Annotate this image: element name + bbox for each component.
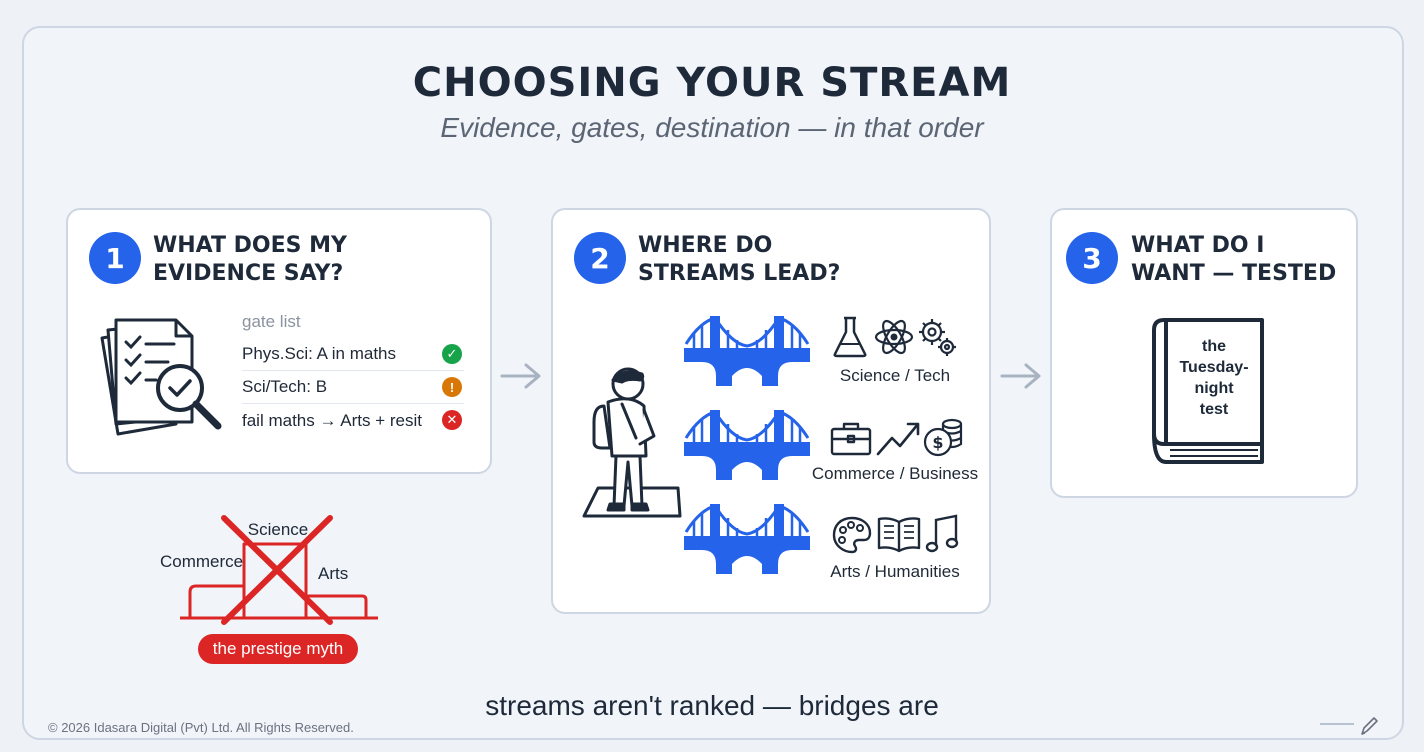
copyright: © 2026 Idasara Digital (Pvt) Ltd. All Ri… <box>48 720 354 735</box>
step-heading-1-line1: WHAT DOES MY <box>153 233 347 258</box>
step-heading-3-line2: WANT — TESTED <box>1131 261 1337 286</box>
prestige-myth-badge: the prestige myth <box>198 634 358 664</box>
arrow-right-icon <box>1000 363 1041 389</box>
page-title: CHOOSING YOUR STREAM <box>412 60 1012 106</box>
bridge-icon <box>684 410 810 480</box>
podium-label-commerce: Commerce <box>160 552 244 571</box>
step-heading-2: WHERE DO STREAMS LEAD? <box>638 232 840 288</box>
x-circle-icon: ✕ <box>442 410 462 430</box>
podium-label-science: Science <box>247 520 309 539</box>
step-heading-3-line1: WHAT DO I <box>1131 233 1265 258</box>
trend-up-icon <box>876 422 920 456</box>
bridge-icon <box>684 504 810 574</box>
book-title-line4: test <box>1199 401 1229 418</box>
book-title-line3: night <box>1194 380 1234 397</box>
gate-row: Phys.Sci: A in maths ✓ <box>242 338 464 371</box>
arrow-right-icon <box>500 363 541 389</box>
step-heading-2-line2: STREAMS LEAD? <box>638 261 841 286</box>
step-heading-2-line1: WHERE DO <box>638 233 773 258</box>
tagline: streams aren't ranked — bridges are <box>485 690 939 721</box>
step-heading-1: WHAT DOES MY EVIDENCE SAY? <box>153 232 347 288</box>
book-icon <box>1152 318 1264 464</box>
stream-label-science: Science / Tech <box>839 366 951 385</box>
gears-icon <box>919 319 956 356</box>
page-subtitle: Evidence, gates, destination — in that o… <box>440 112 984 143</box>
music-note-icon <box>925 514 959 553</box>
step-heading-3: WHAT DO I WANT — TESTED <box>1131 232 1336 288</box>
gate-list-title: gate list <box>242 312 301 331</box>
coins-icon: $ <box>923 418 963 457</box>
book-title-line1: the <box>1202 338 1226 355</box>
svg-text:$: $ <box>932 433 943 452</box>
flask-icon <box>833 316 867 358</box>
book-title-line2: Tuesday- <box>1179 359 1249 376</box>
gate-row: Sci/Tech: B ! <box>242 371 464 404</box>
step-heading-1-line2: EVIDENCE SAY? <box>153 261 344 286</box>
palette-icon <box>832 516 872 554</box>
documents-magnifier-icon <box>100 318 222 436</box>
step-badge-2: 2 <box>574 232 626 284</box>
stream-label-commerce: Commerce / Business <box>811 464 979 483</box>
crossed-podium-icon <box>180 515 378 625</box>
gate-row: fail maths → Arts + resit ✕ <box>242 404 464 437</box>
atom-icon <box>874 319 914 355</box>
bridge-icon <box>684 316 810 386</box>
book-title: the Tuesday- night test <box>1166 336 1262 420</box>
stream-label-arts: Arts / Humanities <box>830 562 960 581</box>
check-circle-icon: ✓ <box>442 344 462 364</box>
step-badge-1: 1 <box>89 232 141 284</box>
briefcase-icon <box>830 422 872 456</box>
podium-label-arts: Arts <box>318 564 349 583</box>
student-icon <box>582 367 682 518</box>
warning-circle-icon: ! <box>442 377 462 397</box>
gate-row-text: Sci/Tech: B <box>242 377 328 396</box>
gate-row-text: fail maths → Arts + resit <box>242 410 422 430</box>
book-open-icon <box>877 517 921 553</box>
pen-icon <box>1320 717 1378 735</box>
step-badge-3: 3 <box>1066 232 1118 284</box>
gate-row-text: Phys.Sci: A in maths <box>242 344 397 363</box>
